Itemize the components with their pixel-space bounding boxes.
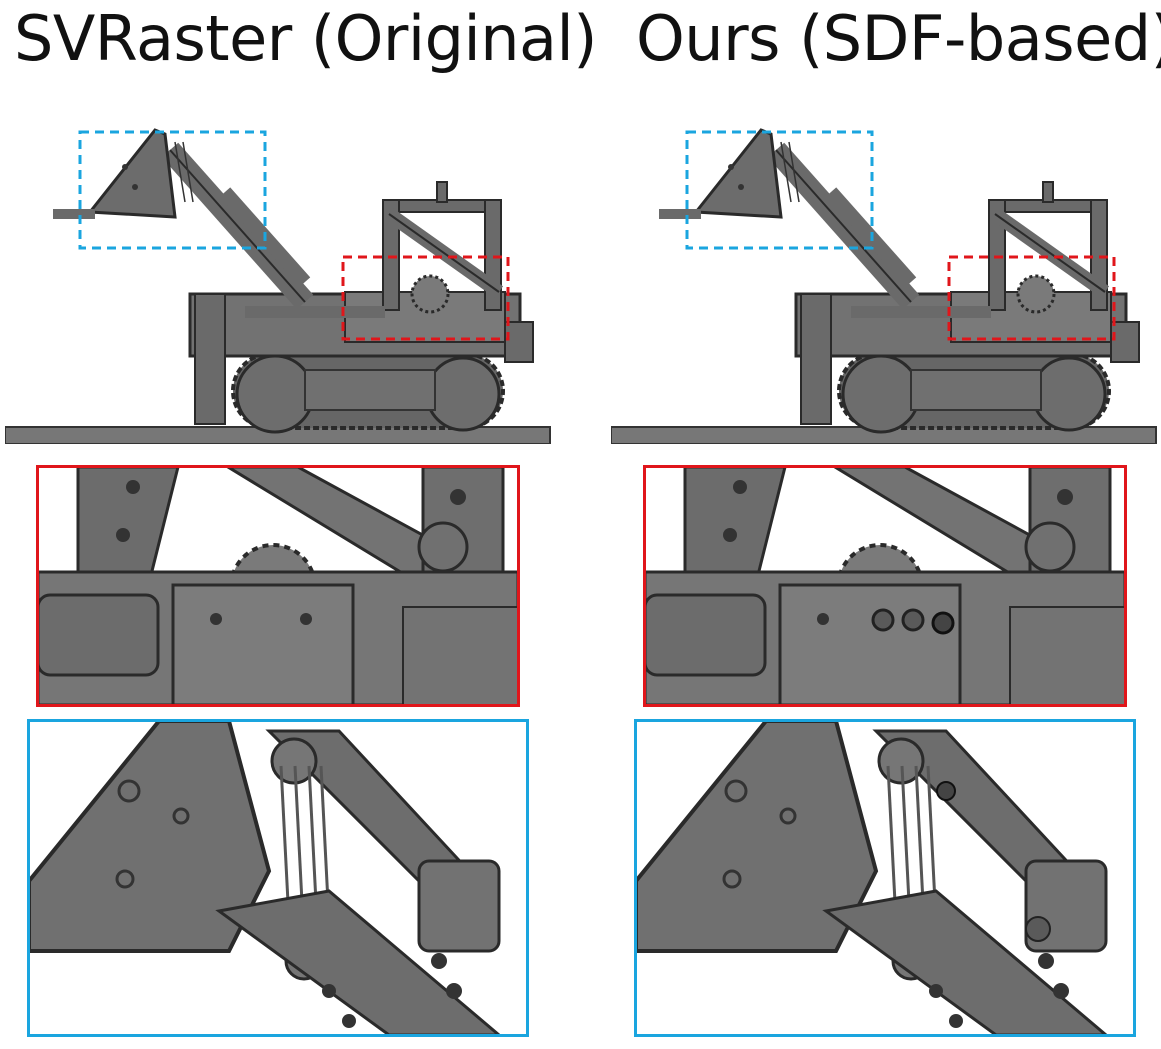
left-blue-roi-box [78, 130, 267, 250]
left-blue-zoom-border [27, 719, 529, 1037]
left-red-zoom-border [36, 465, 520, 707]
right-column-title: Ours (SDF-based) [636, 2, 1161, 75]
right-vehicle-render [611, 122, 1159, 444]
right-blue-zoom-image [634, 719, 1136, 1037]
left-red-zoom-panel [36, 465, 520, 707]
right-red-zoom-image [643, 465, 1127, 707]
left-blue-zoom-image [27, 719, 529, 1037]
left-column-title: SVRaster (Original) [14, 2, 597, 75]
left-vehicle-render [5, 122, 553, 444]
right-vehicle-image [611, 122, 1159, 444]
right-blue-roi-box [685, 130, 874, 250]
left-blue-zoom-panel [27, 719, 529, 1037]
right-blue-zoom-panel [634, 719, 1136, 1037]
left-red-zoom-image [36, 465, 520, 707]
right-red-zoom-panel [643, 465, 1127, 707]
right-blue-zoom-border [634, 719, 1136, 1037]
right-red-zoom-border [643, 465, 1127, 707]
right-red-roi-box [947, 255, 1116, 341]
left-vehicle-image [5, 122, 553, 444]
left-red-roi-box [341, 255, 510, 341]
